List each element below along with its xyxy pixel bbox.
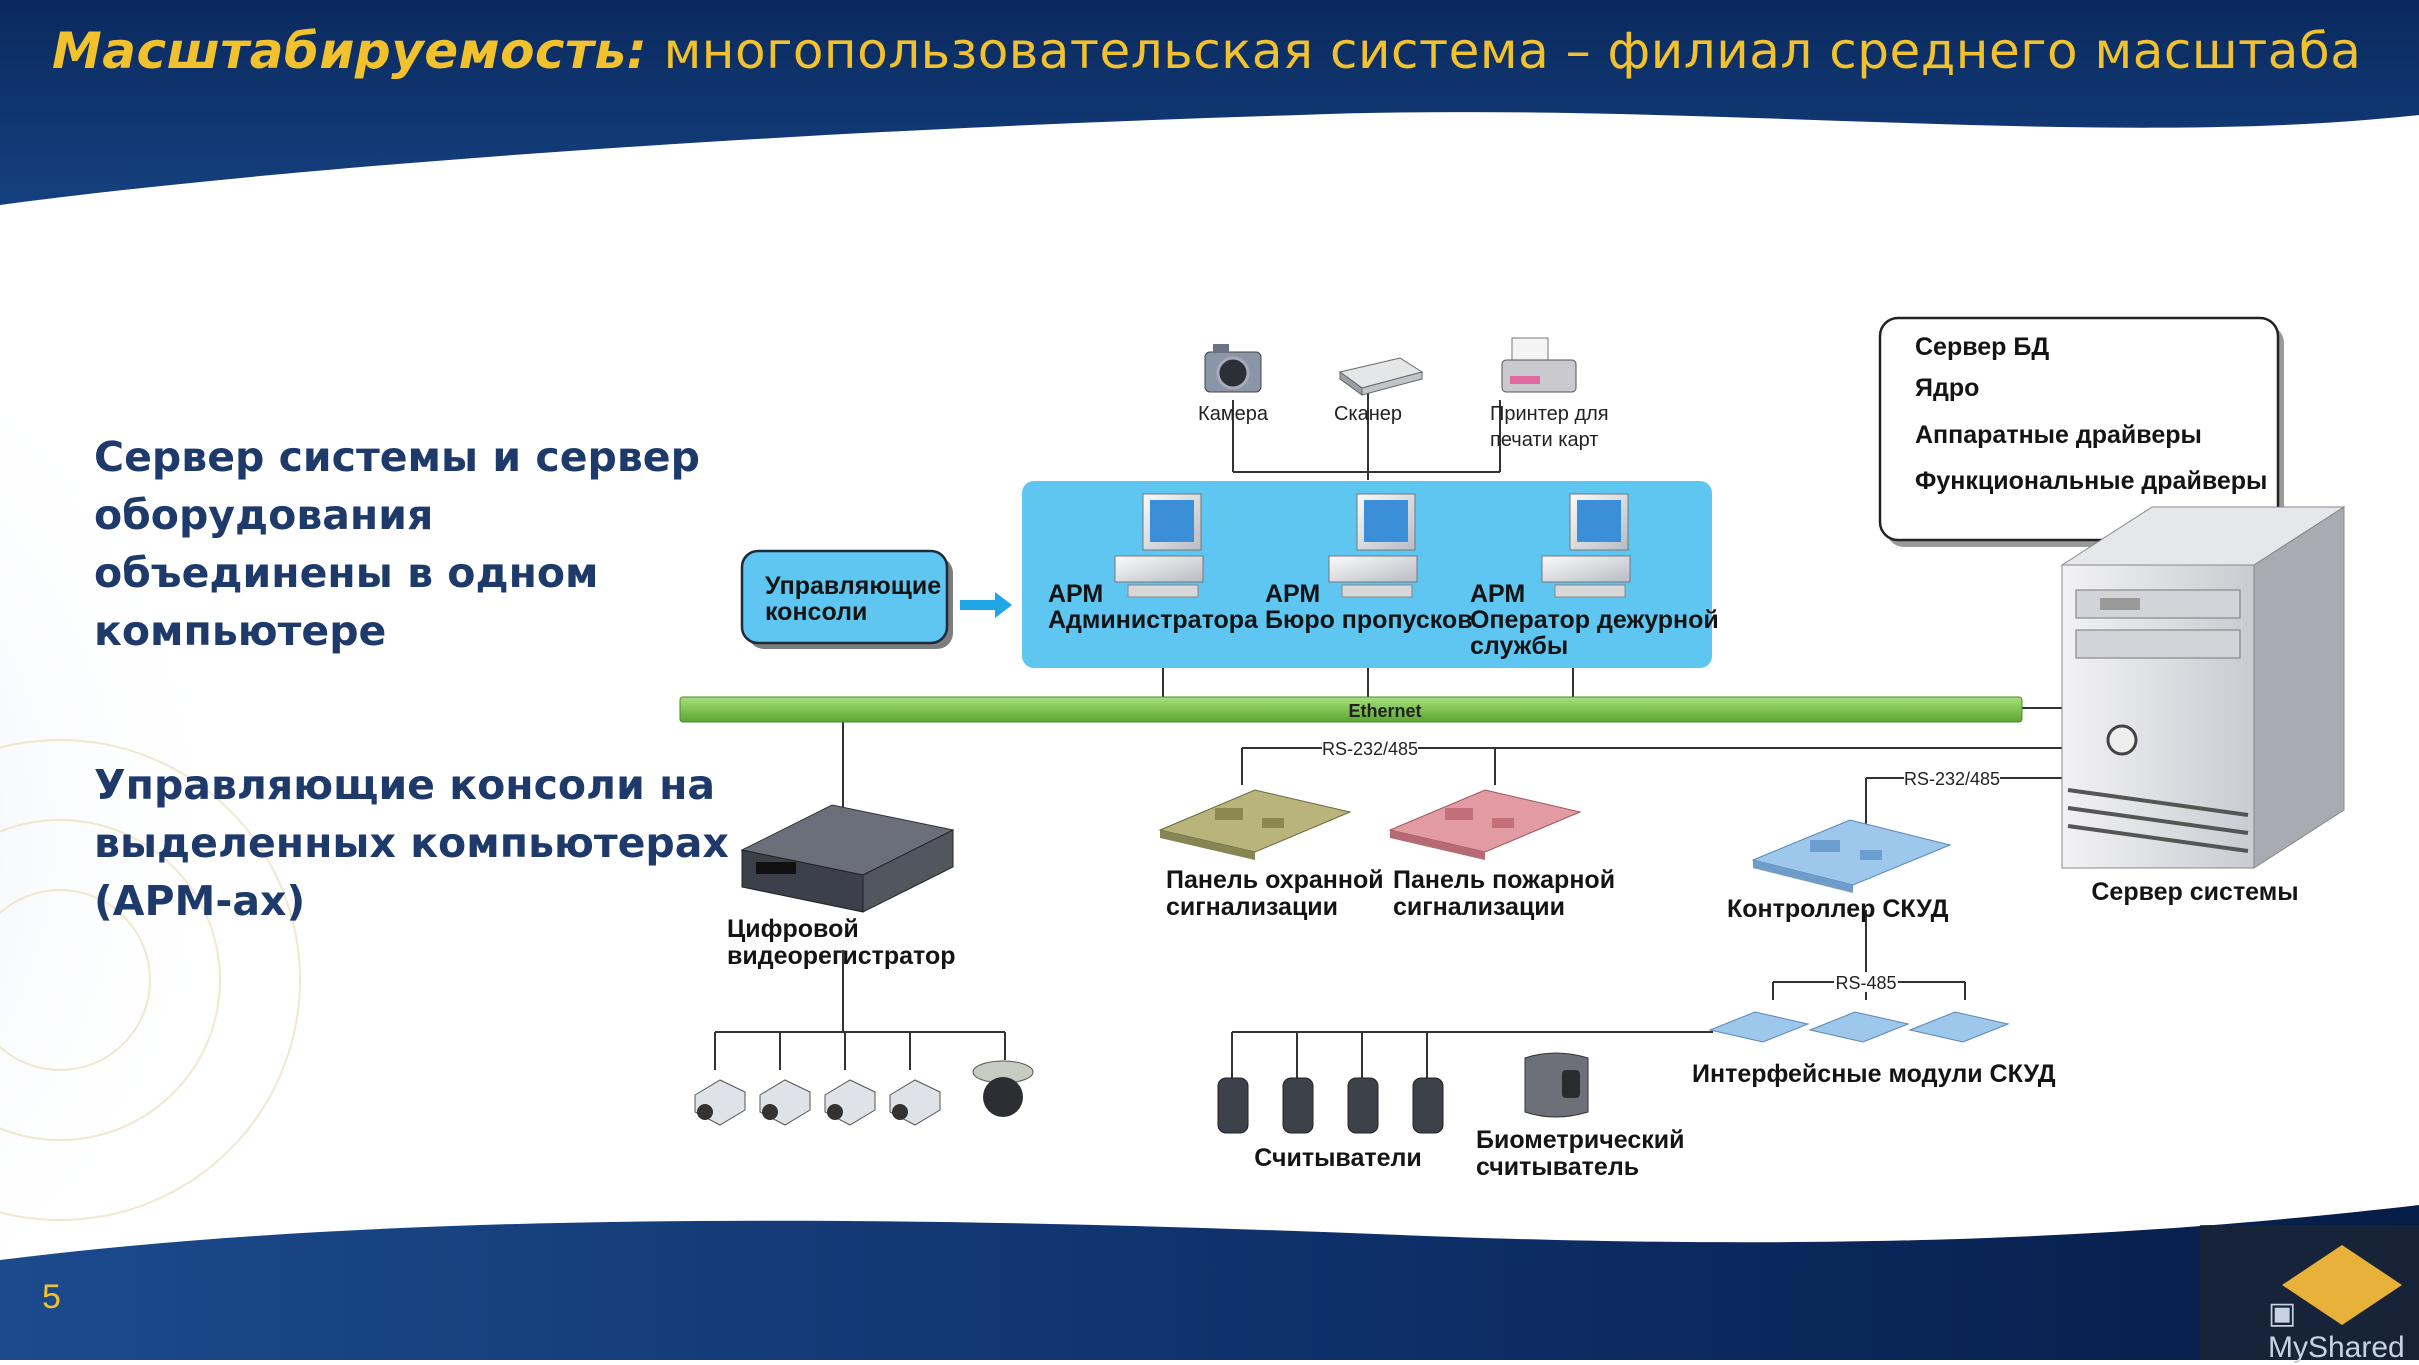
workstation-duty-label: службы bbox=[1470, 632, 1568, 660]
readers-label: Считыватели bbox=[1254, 1144, 1422, 1172]
monitor-icon bbox=[1541, 493, 1631, 598]
workstation-duty-label: Оператор дежурной bbox=[1470, 606, 1719, 634]
title-rest: многопользовательская система – филиал с… bbox=[663, 22, 2362, 80]
workstation-admin-label: АРМ bbox=[1048, 580, 1103, 608]
title-bold: Масштабируемость: bbox=[52, 22, 648, 80]
video-camera-icon bbox=[889, 1079, 941, 1126]
card-reader-icon bbox=[1217, 1077, 1249, 1134]
monitor-icon bbox=[1328, 493, 1418, 598]
card-reader-icon bbox=[1412, 1077, 1444, 1134]
server-info-item: Сервер БД bbox=[1915, 333, 2049, 361]
text-block-2: Управляющие консоли на выделенных компью… bbox=[94, 756, 729, 930]
fire-panel-label: сигнализации bbox=[1393, 893, 1565, 921]
rs232-bus-label: RS-232/485 bbox=[1322, 739, 1418, 759]
text-line: Сервер системы и сервер bbox=[94, 433, 700, 481]
text-block-1: Сервер системы и сервер оборудования объ… bbox=[94, 428, 700, 660]
consoles-label: Управляющие bbox=[765, 572, 941, 600]
rs485-bus-label: RS-485 bbox=[1835, 973, 1896, 993]
scanner-icon bbox=[1338, 357, 1424, 396]
ethernet-bus bbox=[679, 696, 2023, 723]
connection-lines bbox=[714, 390, 2062, 1078]
biometric-reader-icon bbox=[1524, 1052, 1589, 1118]
server-info-item: Аппаратные драйверы bbox=[1915, 421, 2202, 449]
interface-module-icon bbox=[1808, 1011, 1910, 1043]
text-line: Управляющие консоли на bbox=[94, 761, 716, 809]
consoles-label: консоли bbox=[765, 598, 867, 626]
workstation-pass-label: АРМ bbox=[1265, 580, 1320, 608]
text-line: (АРМ-ах) bbox=[94, 877, 306, 925]
biometric-label: считыватель bbox=[1476, 1153, 1639, 1181]
monitor-icon bbox=[1114, 493, 1204, 598]
interface-module-icon bbox=[1708, 1011, 1810, 1043]
watermark-icon: ▣ bbox=[2268, 1297, 2297, 1330]
video-camera-icon bbox=[694, 1079, 746, 1126]
watermark-text: MyShared bbox=[2268, 1331, 2405, 1364]
text-line: компьютере bbox=[94, 607, 387, 655]
security-panel-label: сигнализации bbox=[1166, 893, 1338, 921]
text-line: объединены в одном bbox=[94, 549, 599, 597]
fire-panel-icon bbox=[1388, 789, 1582, 860]
dvr-icon bbox=[740, 804, 955, 913]
arrow-right-icon bbox=[960, 592, 1012, 618]
text-line: оборудования bbox=[94, 491, 434, 539]
page-number: 5 bbox=[42, 1278, 61, 1316]
biometric-label: Биометрический bbox=[1476, 1126, 1684, 1154]
dvr-label: видеорегистратор bbox=[727, 942, 956, 970]
workstation-admin-label: Администратора bbox=[1048, 606, 1259, 634]
server-info-item: Функциональные драйверы bbox=[1915, 467, 2267, 495]
controller-icon bbox=[1751, 819, 1952, 893]
consoles-box bbox=[740, 549, 949, 645]
dvr-label: Цифровой bbox=[727, 915, 859, 943]
server-tower-icon bbox=[2060, 506, 2346, 869]
video-camera-icon bbox=[759, 1079, 811, 1126]
server-info-box bbox=[1878, 316, 2280, 542]
workstation-pass-label: Бюро пропусков bbox=[1265, 606, 1473, 634]
camera-icon bbox=[1204, 344, 1262, 393]
slide-title: Масштабируемость: многопользовательская … bbox=[52, 22, 2361, 80]
server-label: Сервер системы bbox=[2091, 878, 2298, 906]
rs232-bus-label: RS-232/485 bbox=[1904, 769, 2000, 789]
printer-icon bbox=[1501, 337, 1577, 393]
text-line: выделенных компьютерах bbox=[94, 819, 729, 867]
card-reader-icon bbox=[1347, 1077, 1379, 1134]
fire-panel-label: Панель пожарной bbox=[1393, 866, 1615, 894]
scanner-label: Сканер bbox=[1334, 403, 1402, 425]
ethernet-label: Ethernet bbox=[1348, 701, 1421, 721]
printer-label: печати карт bbox=[1490, 429, 1598, 451]
interface-modules-label: Интерфейсные модули СКУД bbox=[1692, 1060, 2056, 1088]
workstation-duty-label: АРМ bbox=[1470, 580, 1525, 608]
dome-camera-icon bbox=[972, 1060, 1034, 1117]
security-panel-label: Панель охранной bbox=[1166, 866, 1384, 894]
card-reader-icon bbox=[1282, 1077, 1314, 1134]
video-camera-icon bbox=[824, 1079, 876, 1126]
printer-label: Принтер для bbox=[1490, 403, 1609, 425]
camera-label: Камера bbox=[1198, 403, 1269, 425]
server-info-item: Ядро bbox=[1915, 374, 1979, 402]
security-panel-icon bbox=[1158, 789, 1352, 860]
watermark: ▣ MyShared bbox=[2268, 1296, 2419, 1365]
interface-module-icon bbox=[1908, 1011, 2010, 1043]
controller-label: Контроллер СКУД bbox=[1727, 895, 1949, 923]
